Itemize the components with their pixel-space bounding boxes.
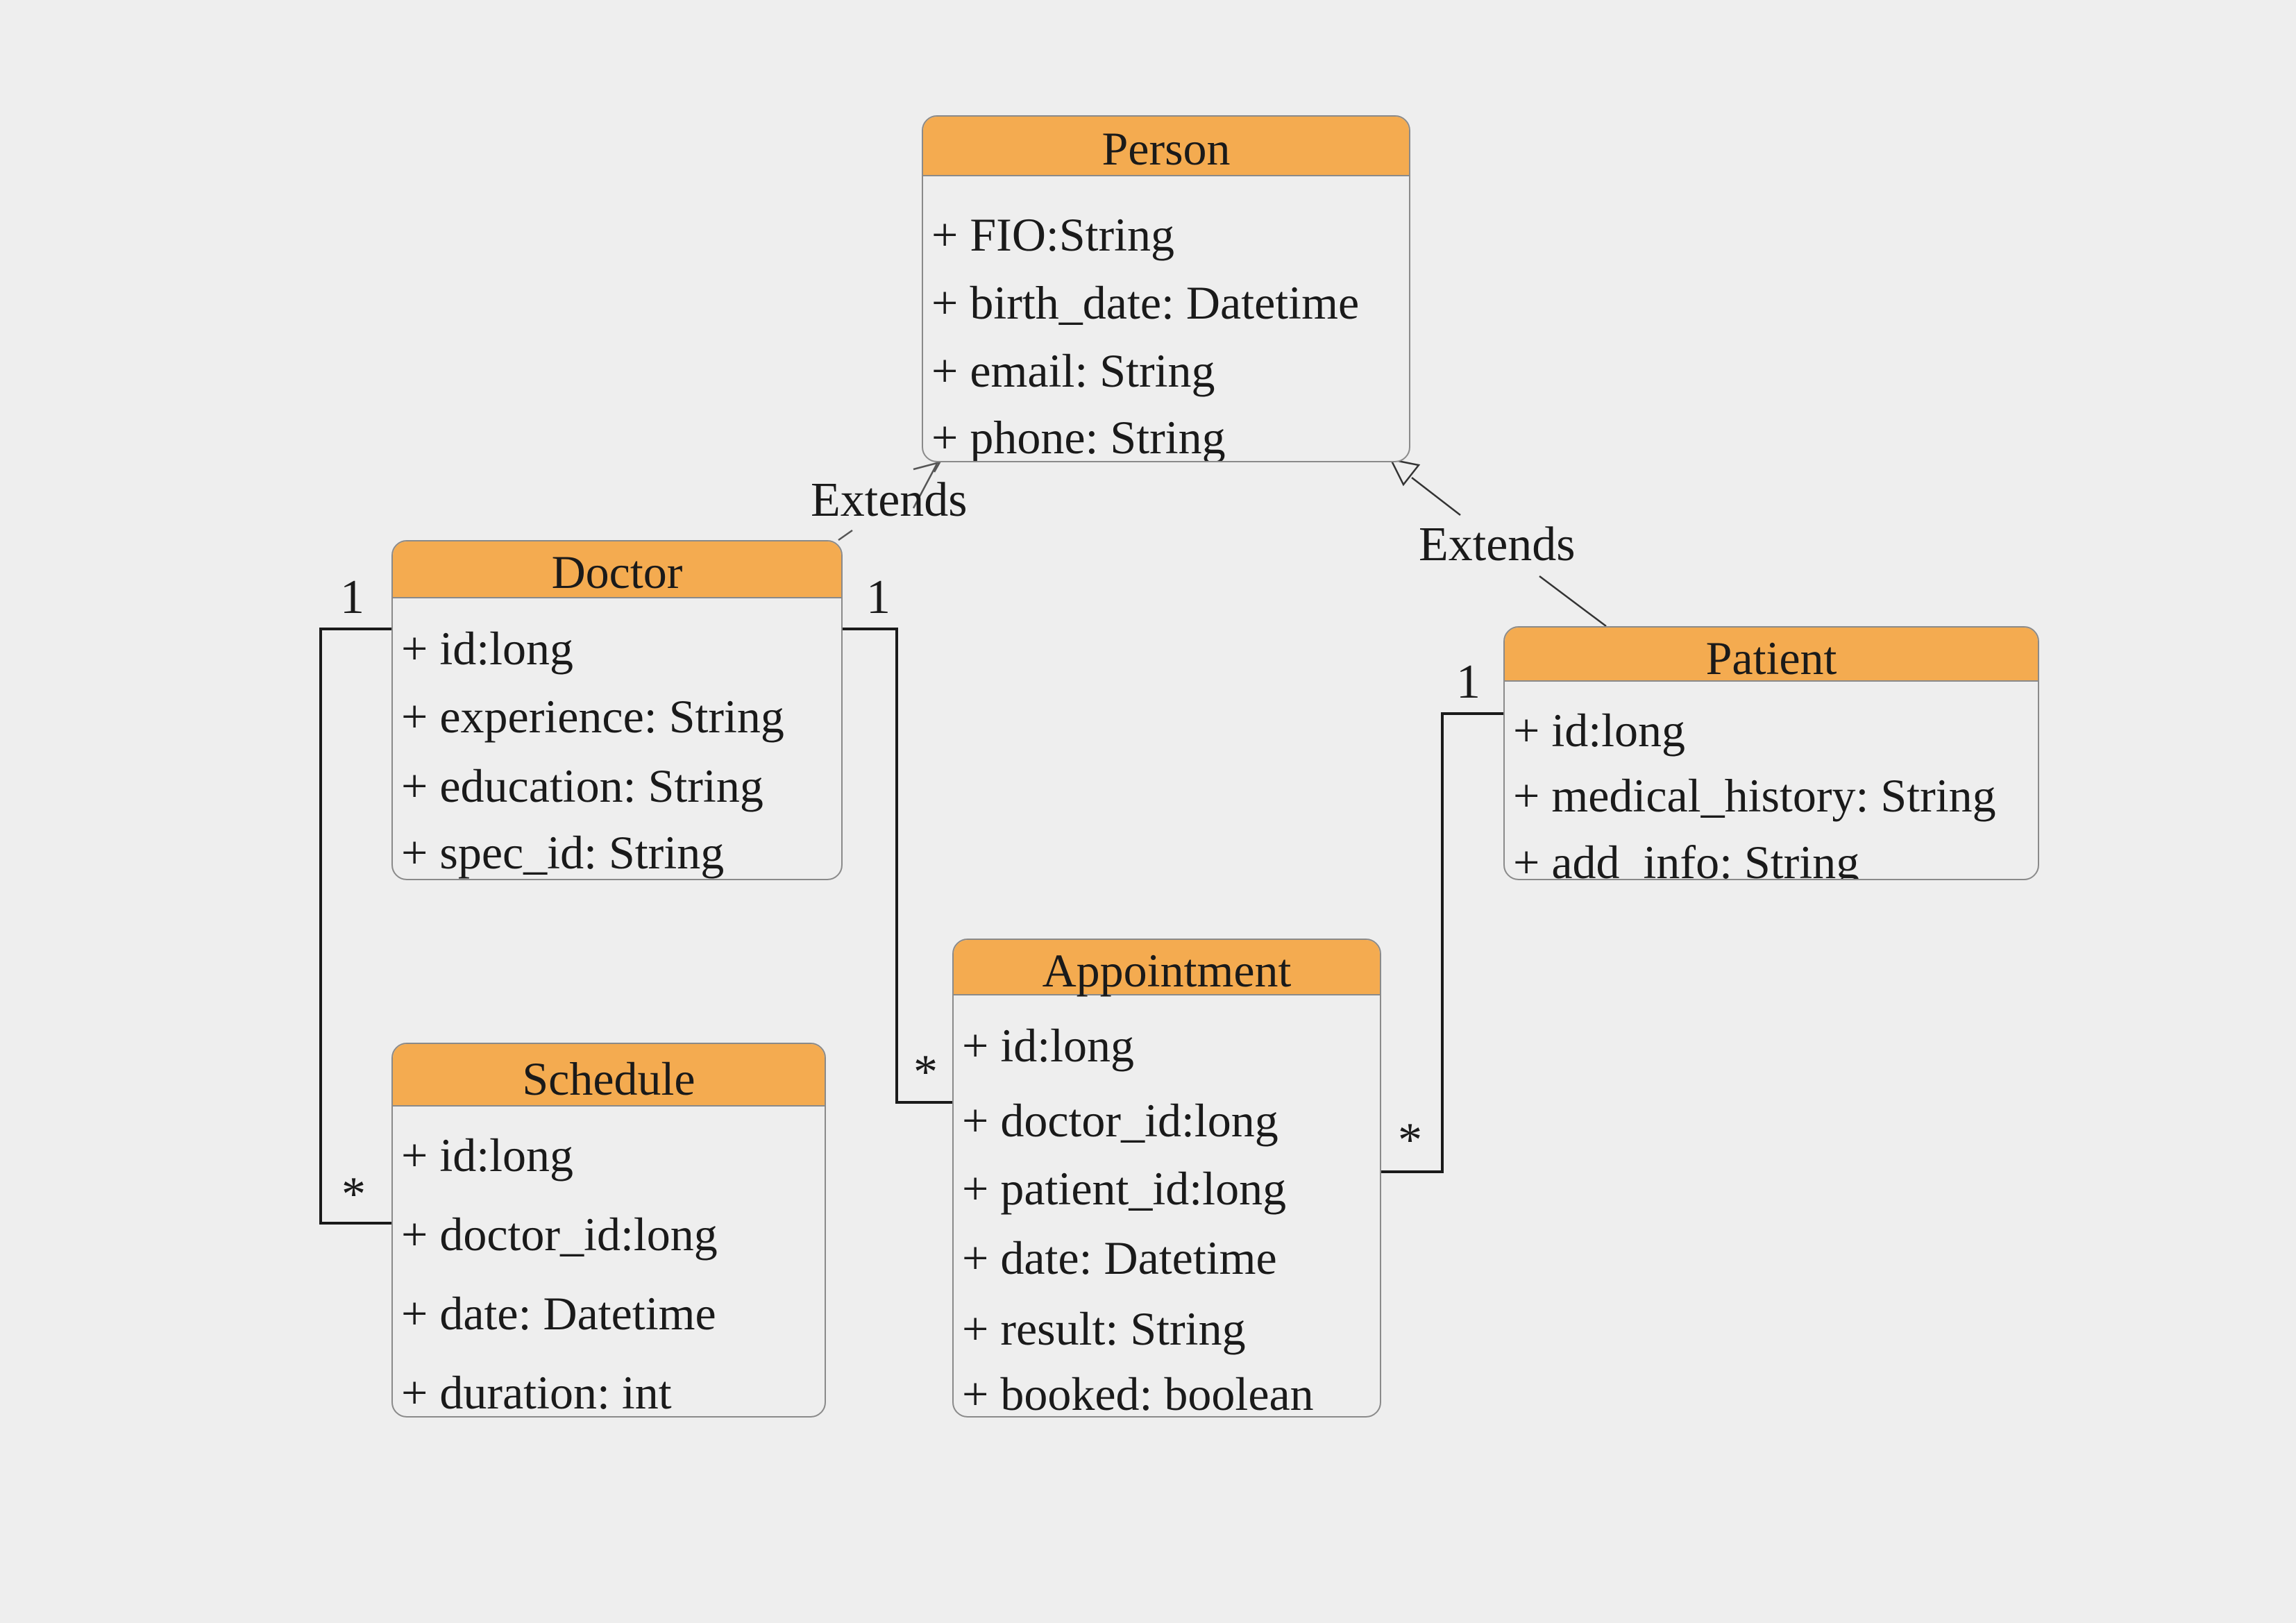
class-person-header: Person	[923, 117, 1409, 176]
doctor-attr-education: + education: String	[401, 759, 763, 812]
doctor-appointment-association	[841, 628, 952, 1104]
doctor-appointment-multiplicity-many: *	[913, 1045, 938, 1099]
doctor-extends-label: Extends	[811, 473, 968, 527]
appointment-attr-date: + date: Datetime	[962, 1231, 1277, 1284]
patient-attr-id: + id:long	[1513, 704, 1686, 757]
patient-extends-line-upper	[1411, 477, 1461, 516]
doctor-appointment-multiplicity-one: 1	[866, 571, 890, 624]
patient-extends-label: Extends	[1419, 518, 1576, 571]
class-doctor-name: Doctor	[551, 546, 683, 598]
patient-appointment-multiplicity-one: 1	[1456, 655, 1480, 709]
doctor-attr-spec-id: + spec_id: String	[401, 826, 725, 879]
class-schedule[interactable]: Schedule + id:long + doctor_id:long + da…	[391, 1043, 826, 1418]
class-appointment-name: Appointment	[1042, 944, 1292, 997]
patient-attr-add-info: + add_info: String	[1513, 836, 1860, 880]
class-schedule-header: Schedule	[393, 1044, 825, 1107]
doctor-schedule-multiplicity-many: *	[341, 1168, 366, 1221]
class-appointment-header: Appointment	[954, 940, 1380, 995]
appointment-attr-booked: + booked: boolean	[962, 1368, 1314, 1418]
doctor-extends-line	[838, 463, 938, 541]
class-patient-header: Patient	[1505, 628, 2038, 682]
schedule-attr-id: + id:long	[401, 1129, 574, 1181]
doctor-attr-experience: + experience: String	[401, 690, 784, 743]
class-doctor[interactable]: Doctor + id:long + experience: String + …	[391, 540, 843, 880]
person-attr-birth-date: + birth_date: Datetime	[931, 276, 1360, 329]
class-appointment[interactable]: Appointment + id:long + doctor_id:long +…	[952, 939, 1381, 1418]
class-patient-name: Patient	[1705, 632, 1837, 684]
patient-appointment-association	[1380, 712, 1503, 1173]
doctor-schedule-association	[319, 628, 391, 1225]
appointment-attr-result: + result: String	[962, 1302, 1246, 1355]
patient-extends-line-lower	[1539, 575, 1607, 627]
appointment-attr-doctor-id: + doctor_id:long	[962, 1094, 1278, 1147]
doctor-attr-id: + id:long	[401, 622, 574, 675]
class-person[interactable]: Person + FIO:String + birth_date: Dateti…	[922, 115, 1410, 462]
patient-attr-medical-history: + medical_history: String	[1513, 769, 1996, 822]
appointment-attr-patient-id: + patient_id:long	[962, 1162, 1287, 1215]
schedule-attr-date: + date: Datetime	[401, 1287, 716, 1340]
doctor-schedule-multiplicity-one: 1	[340, 571, 364, 624]
person-attr-phone: + phone: String	[931, 411, 1226, 462]
class-schedule-name: Schedule	[522, 1052, 695, 1105]
class-doctor-header: Doctor	[393, 541, 841, 598]
appointment-attr-id: + id:long	[962, 1019, 1135, 1072]
doctor-extends-arrowhead	[913, 461, 942, 473]
schedule-attr-duration: + duration: int	[401, 1366, 672, 1418]
patient-extends-arrowhead	[1389, 458, 1421, 487]
person-attr-email: + email: String	[931, 344, 1215, 397]
person-attr-fio: + FIO:String	[931, 208, 1175, 261]
schedule-attr-doctor-id: + doctor_id:long	[401, 1208, 718, 1261]
class-patient[interactable]: Patient + id:long + medical_history: Str…	[1503, 626, 2039, 880]
patient-appointment-multiplicity-many: *	[1398, 1113, 1422, 1167]
class-person-name: Person	[1101, 122, 1231, 175]
